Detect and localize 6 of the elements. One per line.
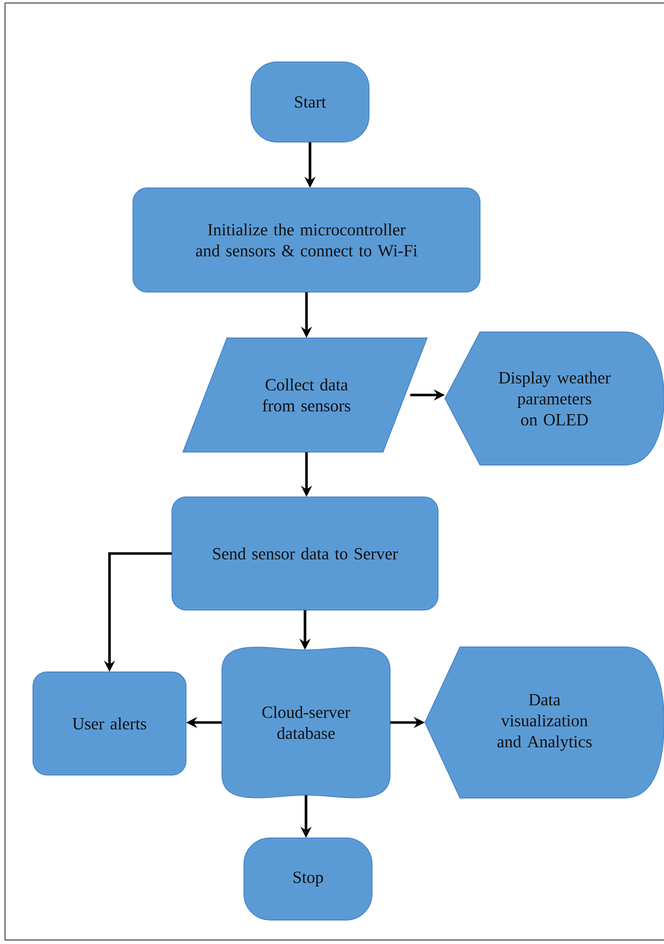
terminal-box: Stop xyxy=(244,838,372,920)
terminal-box: Start xyxy=(250,62,370,142)
database-cylinder: Cloud-server database xyxy=(222,646,390,798)
process-box: Send sensor data to Server xyxy=(172,496,438,610)
process-box: Initialize the microcontroller and sensors & connect to Wi-Fi xyxy=(132,188,480,292)
process-box: User alerts xyxy=(32,672,186,776)
